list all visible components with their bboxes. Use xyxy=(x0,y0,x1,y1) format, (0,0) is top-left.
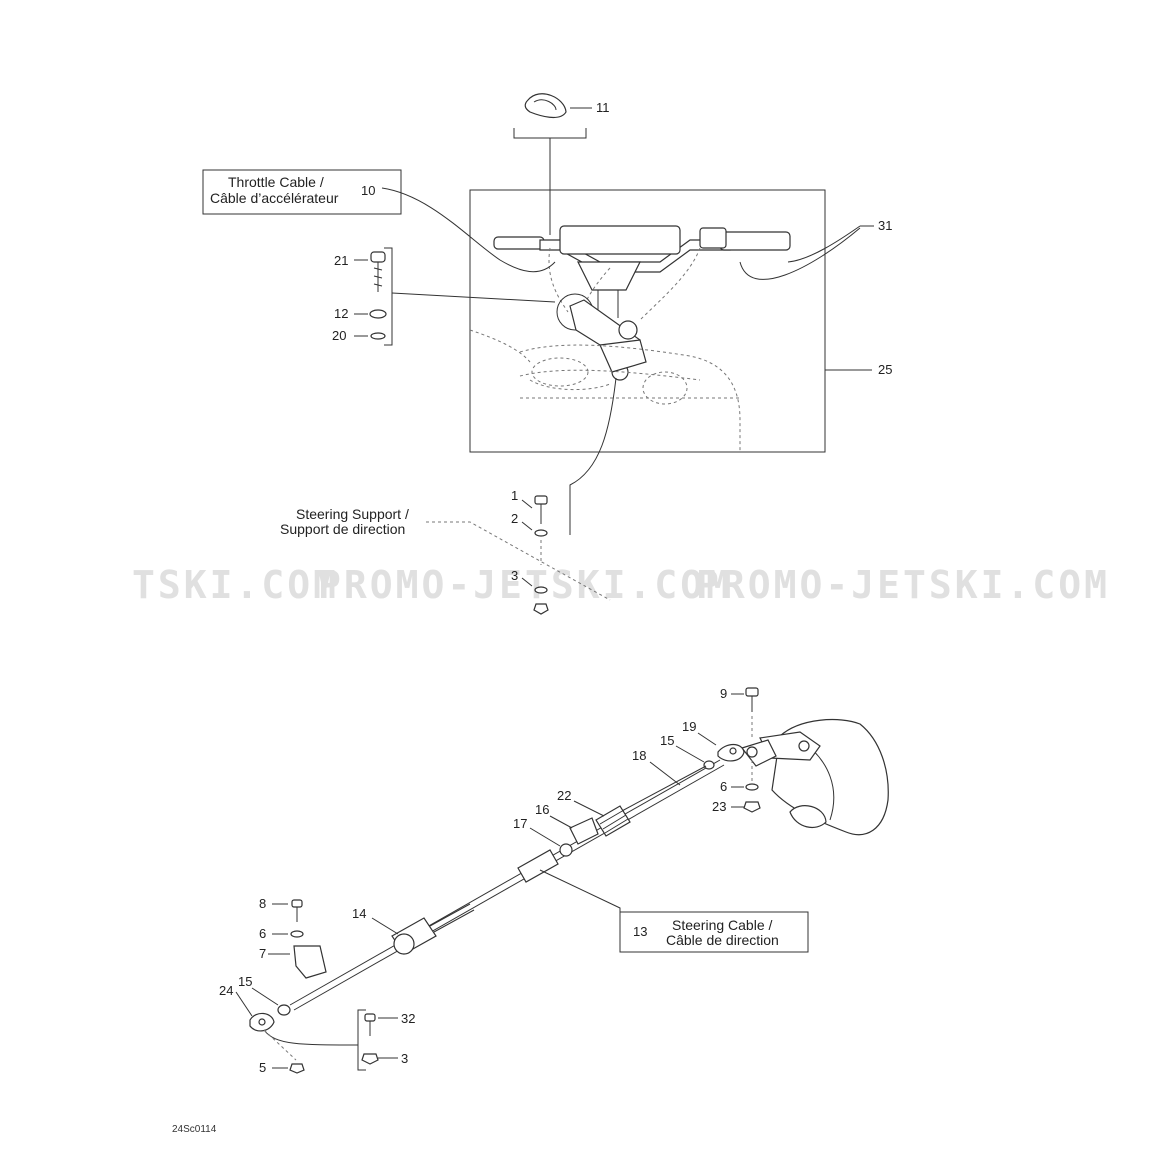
part-number-13: 13 xyxy=(633,924,647,939)
part-number-6-left: 6 xyxy=(259,926,266,941)
part-number-12: 12 xyxy=(334,306,348,321)
part-number-3-bottom: 3 xyxy=(401,1051,408,1066)
part-number-22: 22 xyxy=(557,788,571,803)
throttle-cable-callout: Throttle Cable / Câble d’accélérateur 10 xyxy=(202,169,556,273)
part-number-24: 24 xyxy=(219,983,233,998)
throttle-cable-label-en: Throttle Cable / xyxy=(228,174,324,190)
part-number-15-top: 15 xyxy=(660,733,674,748)
part-number-32: 32 xyxy=(401,1011,415,1026)
part-number-18: 18 xyxy=(632,748,646,763)
hardware-group-1-2-3 xyxy=(521,495,549,615)
steering-cable-label-fr: Câble de direction xyxy=(666,932,779,948)
watermark: TSKI.COM PROMO-JETSKI.COM PROMO-JETSKI.C… xyxy=(132,563,1110,607)
hardware-group-21-12-20 xyxy=(354,247,556,346)
leader-17 xyxy=(529,827,561,847)
leader-24 xyxy=(235,991,253,1017)
part-number-19: 19 xyxy=(682,719,696,734)
part-number-9: 9 xyxy=(720,686,727,701)
steering-column xyxy=(556,293,647,381)
hardware-group-8-6-7 xyxy=(268,899,327,979)
column-leader xyxy=(569,377,617,535)
part-number-8: 8 xyxy=(259,896,266,911)
steering-cable xyxy=(249,743,745,1032)
part-number-1: 1 xyxy=(511,488,518,503)
leader-14 xyxy=(371,917,399,935)
handlebar xyxy=(493,225,791,325)
watermark-center: PROMO-JETSKI.COM xyxy=(318,563,732,607)
steering-support-label-en: Steering Support / xyxy=(296,506,409,522)
watermark-right: PROMO-JETSKI.COM xyxy=(696,563,1110,607)
leader-18 xyxy=(649,761,681,786)
part-11-pad xyxy=(513,93,592,235)
part-number-14: 14 xyxy=(352,906,366,921)
jet-nozzle xyxy=(740,718,889,836)
part-number-20: 20 xyxy=(332,328,346,343)
leader-16 xyxy=(549,815,573,829)
part-31-leader xyxy=(739,225,874,280)
figure-reference: 24Sc0114 xyxy=(172,1124,217,1135)
throttle-cable-label-fr: Câble d’accélérateur xyxy=(210,190,339,206)
steering-cable-callout: 13 Steering Cable / Câble de direction xyxy=(539,869,809,953)
part-number-3-top: 3 xyxy=(511,568,518,583)
part-number-17: 17 xyxy=(513,816,527,831)
hardware-group-9-6-23 xyxy=(731,687,761,813)
steering-support-label-fr: Support de direction xyxy=(280,521,405,537)
part-number-23: 23 xyxy=(712,799,726,814)
hardware-group-32-3 xyxy=(263,1009,398,1071)
part-number-15-bottom: 15 xyxy=(238,974,252,989)
part-number-5: 5 xyxy=(259,1060,266,1075)
part-number-2: 2 xyxy=(511,511,518,526)
part-number-16: 16 xyxy=(535,802,549,817)
hardware-5 xyxy=(263,1029,305,1074)
hull-outline xyxy=(469,329,741,452)
watermark-left: TSKI.COM xyxy=(132,563,339,607)
part-number-21: 21 xyxy=(334,253,348,268)
part-number-6-right: 6 xyxy=(720,779,727,794)
part-number-7: 7 xyxy=(259,946,266,961)
handlebar-frame xyxy=(469,189,826,453)
steering-cable-label-en: Steering Cable / xyxy=(672,917,773,933)
leader-22 xyxy=(573,800,605,817)
part-number-11: 11 xyxy=(596,100,610,115)
part-number-25: 25 xyxy=(878,362,892,377)
part-number-10: 10 xyxy=(361,183,375,198)
leader-15-top xyxy=(675,745,705,763)
part-number-31: 31 xyxy=(878,218,892,233)
leader-15-bottom xyxy=(251,987,279,1006)
leader-19 xyxy=(697,732,717,746)
steering-support-callout: Steering Support / Support de direction xyxy=(280,506,611,601)
